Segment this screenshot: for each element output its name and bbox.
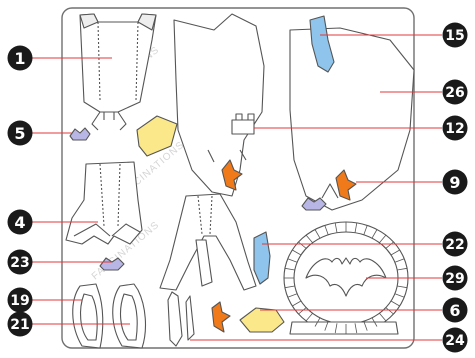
- callout-number: 9: [449, 173, 460, 192]
- callout-number: 5: [14, 124, 25, 143]
- callout-badge-12: 12: [443, 116, 468, 141]
- callout-badge-24: 24: [443, 328, 468, 353]
- callout-badge-1: 1: [8, 46, 33, 71]
- callout-badge-4: 4: [8, 210, 33, 235]
- callout-badge-26: 26: [443, 80, 468, 105]
- callout-number: 22: [445, 237, 464, 253]
- callout-number: 4: [14, 213, 25, 232]
- callout-number: 15: [445, 28, 464, 44]
- callout-badge-9: 9: [443, 170, 468, 195]
- callout-number: 21: [10, 317, 29, 333]
- callout-badge-29: 29: [443, 266, 468, 291]
- callout-badge-5: 5: [8, 121, 33, 146]
- callout-number: 23: [10, 255, 29, 271]
- callout-number: 19: [10, 293, 29, 309]
- callout-badge-22: 22: [443, 232, 468, 257]
- callout-badge-6: 6: [443, 298, 468, 323]
- callout-number: 24: [445, 333, 465, 349]
- callout-badge-23: 23: [8, 250, 33, 275]
- callout-badge-15: 15: [443, 23, 468, 48]
- callout-badge-19: 19: [8, 288, 33, 313]
- callout-number: 26: [445, 85, 464, 101]
- part-22-blue: [254, 232, 270, 284]
- callout-number: 6: [449, 301, 460, 320]
- callout-number: 29: [445, 271, 464, 287]
- callout-number: 12: [445, 121, 464, 137]
- part-24-strip: [290, 322, 398, 334]
- callout-number: 1: [14, 49, 25, 68]
- callout-badge-21: 21: [8, 312, 33, 337]
